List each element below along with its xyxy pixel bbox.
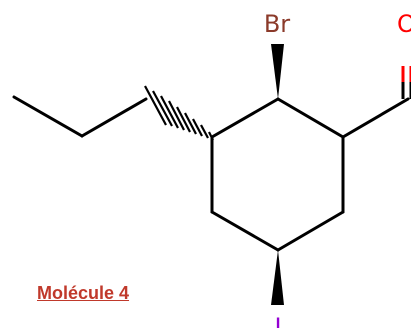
propyl-bond-2	[80, 97, 148, 138]
iodine-atom-label: I	[274, 313, 281, 328]
solid-wedge-bond-iodine	[271, 250, 284, 305]
solid-wedge-bond-bromine	[271, 44, 284, 99]
bromine-atom-label: Br	[264, 10, 290, 38]
ring-bond-c4-c5	[210, 210, 280, 252]
ring-bond-c6-c1	[210, 97, 280, 139]
hashed-wedge-bond	[144, 85, 214, 141]
aldehyde-bond	[341, 97, 410, 139]
ring-bond-c3-c4	[276, 210, 345, 252]
ring-bond-c1-c2	[276, 97, 345, 139]
carbonyl-double-bond	[401, 66, 411, 99]
propyl-bond-1	[12, 95, 84, 138]
oxygen-atom-label: O	[397, 10, 411, 38]
molecule-caption: Molécule 4	[37, 283, 130, 303]
